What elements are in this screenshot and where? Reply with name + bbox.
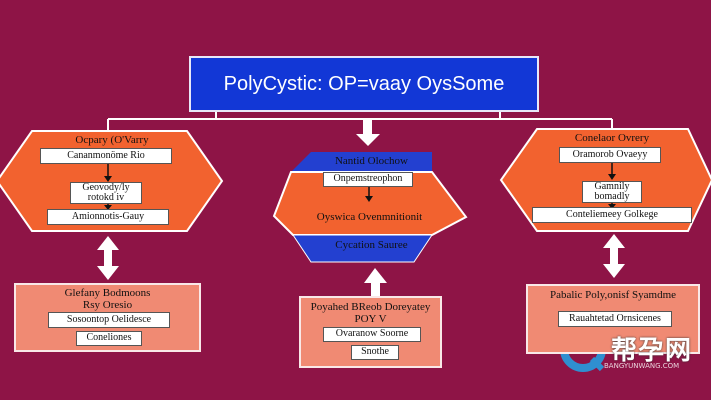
left-panel-title: Glefany Bodmoons Rsy Oresio xyxy=(64,287,151,312)
center-hexagon-bottom xyxy=(292,234,433,263)
left-panel-box-1: Sosoontop Oelidesce xyxy=(48,312,170,328)
watermark-subtext: BANGYUNWANG.COM xyxy=(604,362,680,370)
center-panel-box-1: Ovaranow Soorne xyxy=(323,327,421,342)
right-panel: Pabalic Poly,onisf Syamdme Rauahtetad Or… xyxy=(526,284,700,354)
center-panel-title: Poyahed BReob Doreyatey POY V xyxy=(310,301,431,326)
left-box-1: Cananmonöme Rio xyxy=(40,148,172,164)
center-bar-top: Nantid Olochow xyxy=(334,155,408,167)
right-double-arrow-shaft xyxy=(610,244,618,268)
center-panel: Poyahed BReob Doreyatey POY V Ovaranow S… xyxy=(299,296,442,368)
right-box-2: Gamnily bomadly xyxy=(582,181,642,203)
center-up-arrow-shaft xyxy=(371,280,380,296)
right-panel-box-1: Rauahtetad Ornsicenes xyxy=(558,311,672,327)
center-middle-label: Oyswica Ovenmnitionit xyxy=(316,211,423,223)
left-hex-title: Ocpary (O'Varry xyxy=(75,134,149,146)
left-box-2: Geovody/ly rotokd iv xyxy=(70,182,142,204)
center-hexagon-top xyxy=(291,152,432,172)
right-double-arrow-top xyxy=(603,234,625,248)
arrow-down-center-head xyxy=(356,134,380,146)
right-box-3: Conteliemeey Golkege xyxy=(532,207,692,223)
right-panel-title: Pabalic Poly,onisf Syamdme xyxy=(549,289,677,301)
left-double-arrow-bottom xyxy=(97,266,119,280)
left-panel-box-2: Coneliones xyxy=(76,331,142,346)
left-double-arrow-shaft xyxy=(104,246,112,270)
center-box-1: Onpemstreophon xyxy=(323,172,413,187)
center-bar-bottom: Cycation Sauree xyxy=(335,239,408,251)
right-double-arrow-bottom xyxy=(603,264,625,278)
arrow-down-center-shaft xyxy=(363,118,372,136)
center-panel-box-2: Snothe xyxy=(351,345,399,360)
watermark-text: 帮孕网 xyxy=(611,336,693,366)
left-box-3: Amionnotis-Gauy xyxy=(47,209,169,225)
diagram-title: PolyCystic: OP=vaay OysSome xyxy=(189,56,539,112)
left-double-arrow-top xyxy=(97,236,119,250)
left-panel: Glefany Bodmoons Rsy Oresio Sosoontop Oe… xyxy=(14,283,201,352)
center-up-arrow-head xyxy=(364,268,387,283)
right-hex-title: Conelaor Ovrery xyxy=(574,132,650,144)
right-box-1: Oramorob Ovaeyy xyxy=(559,147,661,163)
